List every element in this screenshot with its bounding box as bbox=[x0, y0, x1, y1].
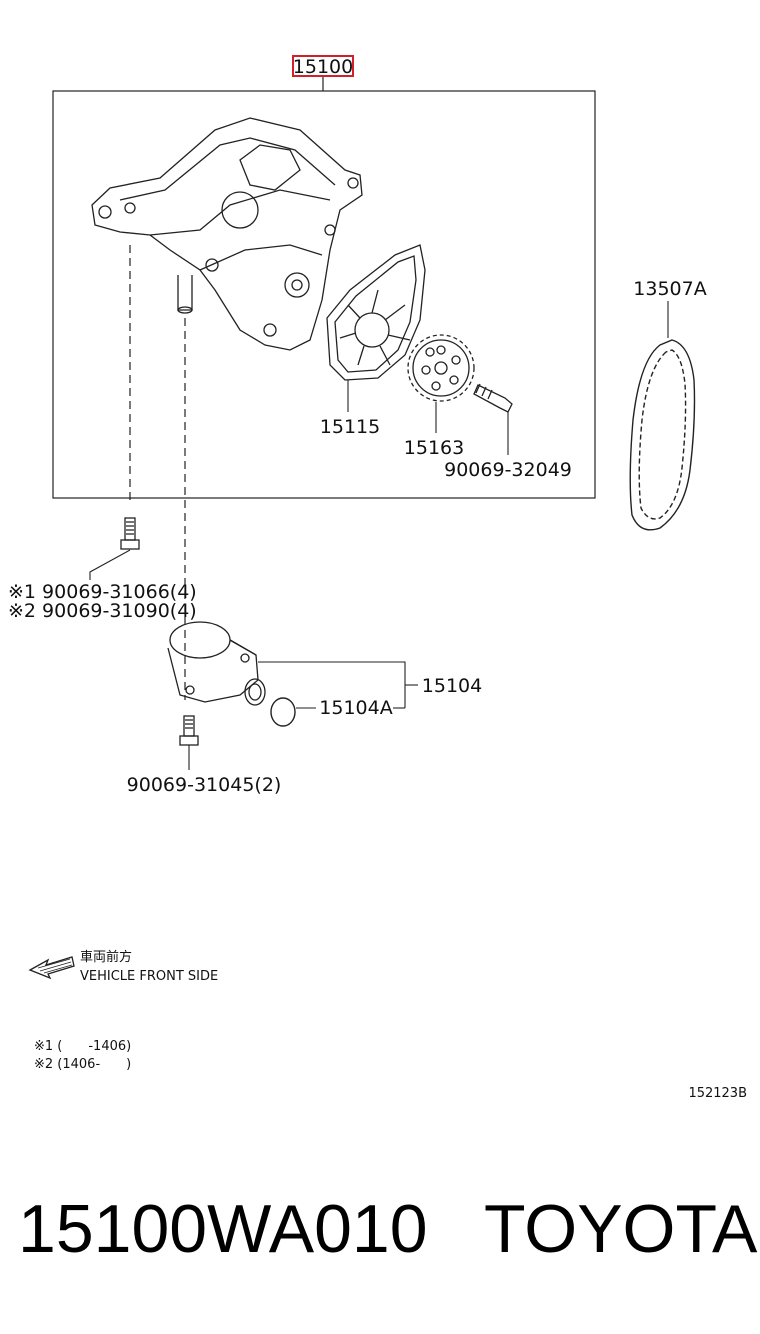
timing-chain bbox=[629, 339, 696, 531]
oil-pump-body bbox=[91, 117, 363, 351]
callout-15104[interactable]: 15104 bbox=[422, 675, 482, 697]
callout-15100[interactable]: 15100 bbox=[293, 56, 353, 78]
callout-90069-32049[interactable]: 90069-32049 bbox=[444, 459, 572, 481]
oil-strainer bbox=[167, 621, 266, 706]
footer: 15100WA010 TOYOTA bbox=[18, 1190, 757, 1268]
callout-90069-31090[interactable]: ※2 90069-31090(4) bbox=[8, 600, 197, 622]
illustration-id: 152123B bbox=[688, 1086, 747, 1101]
callout-15104A[interactable]: 15104A bbox=[319, 697, 392, 719]
strainer-bolt bbox=[179, 715, 199, 746]
direction-japanese: 車両前方 bbox=[80, 949, 132, 965]
callout-13507A[interactable]: 13507A bbox=[633, 278, 706, 300]
callout-90069-31066[interactable]: ※1 90069-31066(4) bbox=[8, 581, 197, 603]
gasket-ring bbox=[270, 697, 296, 727]
sprocket bbox=[407, 334, 475, 402]
note-2: ※2 (1406- ) bbox=[34, 1057, 131, 1072]
direction-english: VEHICLE FRONT SIDE bbox=[80, 969, 218, 984]
callout-15163[interactable]: 15163 bbox=[404, 437, 464, 459]
highlight-box bbox=[292, 55, 354, 77]
note-1: ※1 ( -1406) bbox=[34, 1039, 131, 1054]
part-number: 15100WA010 bbox=[18, 1191, 428, 1267]
brand-name: TOYOTA bbox=[484, 1191, 758, 1267]
vehicle-front-arrow-icon bbox=[28, 956, 75, 980]
sprocket-bolt bbox=[473, 383, 513, 413]
callout-90069-31045[interactable]: 90069-31045(2) bbox=[127, 774, 282, 796]
cover-plate bbox=[326, 244, 426, 381]
mount-bolt bbox=[120, 517, 140, 550]
assembly-frame bbox=[52, 90, 596, 499]
callout-15115[interactable]: 15115 bbox=[320, 416, 380, 438]
